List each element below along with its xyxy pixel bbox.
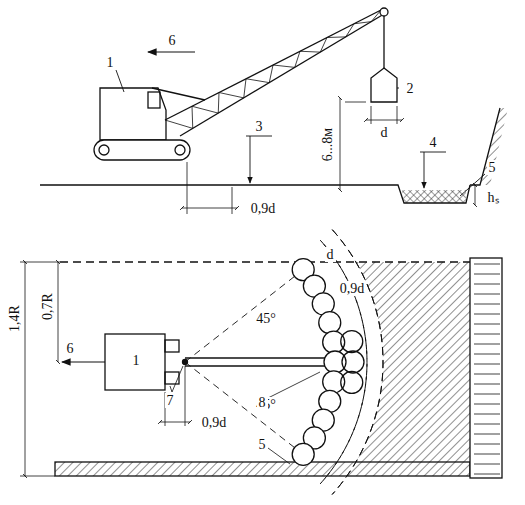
edge-zone [55, 462, 470, 476]
tamping-print [342, 351, 364, 373]
elevation-view [40, 8, 508, 214]
slope-line [474, 444, 500, 445]
slope-line [474, 274, 500, 275]
callout-number: 8 [257, 395, 268, 410]
slope-line [474, 314, 500, 315]
slope-line [474, 384, 500, 385]
angle-label: 45° [254, 311, 278, 326]
slope-line [474, 414, 500, 415]
swing-limit [185, 362, 307, 457]
callout-number: 7 [165, 393, 176, 408]
slope-line [474, 434, 500, 435]
dimension: 0,9d [249, 201, 278, 216]
slope-line [474, 324, 500, 325]
tamping-print [292, 443, 314, 465]
callout-number: 4 [428, 135, 439, 150]
dimension: 0,9d [200, 415, 229, 430]
tamping-print [341, 371, 363, 393]
dimension: 0,9d [338, 281, 367, 296]
slope-line [474, 454, 500, 455]
tamping-print [319, 312, 341, 334]
crane-body [100, 88, 166, 140]
slope-line [474, 424, 500, 425]
dimension: d [325, 247, 336, 262]
dimension: 0,7R [40, 291, 55, 322]
tamper [371, 68, 397, 102]
boom-lattice [165, 10, 381, 128]
crawler-track [94, 140, 190, 160]
callout-number: 3 [254, 119, 265, 134]
tamping-print [341, 331, 363, 353]
slope-line [474, 284, 500, 285]
callout-number: 2 [405, 81, 416, 96]
callout-number: 1 [131, 353, 142, 368]
slope-line [474, 354, 500, 355]
slope-plan [470, 258, 502, 478]
direction-number: 6 [167, 33, 178, 48]
callout-number: 1 [105, 55, 116, 70]
callout-number: 5 [257, 437, 268, 452]
slope-line [474, 464, 500, 465]
slope-line [474, 344, 500, 345]
next-pass-arc [320, 240, 367, 484]
slope-line [474, 374, 500, 375]
slope-line [474, 474, 500, 475]
slope-line [474, 304, 500, 305]
callout-number: 5 [487, 160, 498, 175]
slope-line [474, 294, 500, 295]
dimension: d [379, 125, 390, 140]
slope-line [474, 404, 500, 405]
plan-view [20, 230, 502, 495]
crane-plan [105, 334, 165, 390]
slope-line [474, 394, 500, 395]
compacted-zone [310, 262, 470, 462]
swing-limit [185, 267, 307, 362]
dimension: 6...8м [320, 125, 335, 162]
slope-line [474, 264, 500, 265]
dimension: 1,4R [7, 303, 22, 334]
compacted-soil [402, 190, 466, 203]
slope-line [474, 334, 500, 335]
slope-line [474, 364, 500, 365]
dimension: hₛ [486, 190, 501, 205]
direction-number: 6 [65, 341, 76, 356]
tamping-print [324, 351, 346, 373]
